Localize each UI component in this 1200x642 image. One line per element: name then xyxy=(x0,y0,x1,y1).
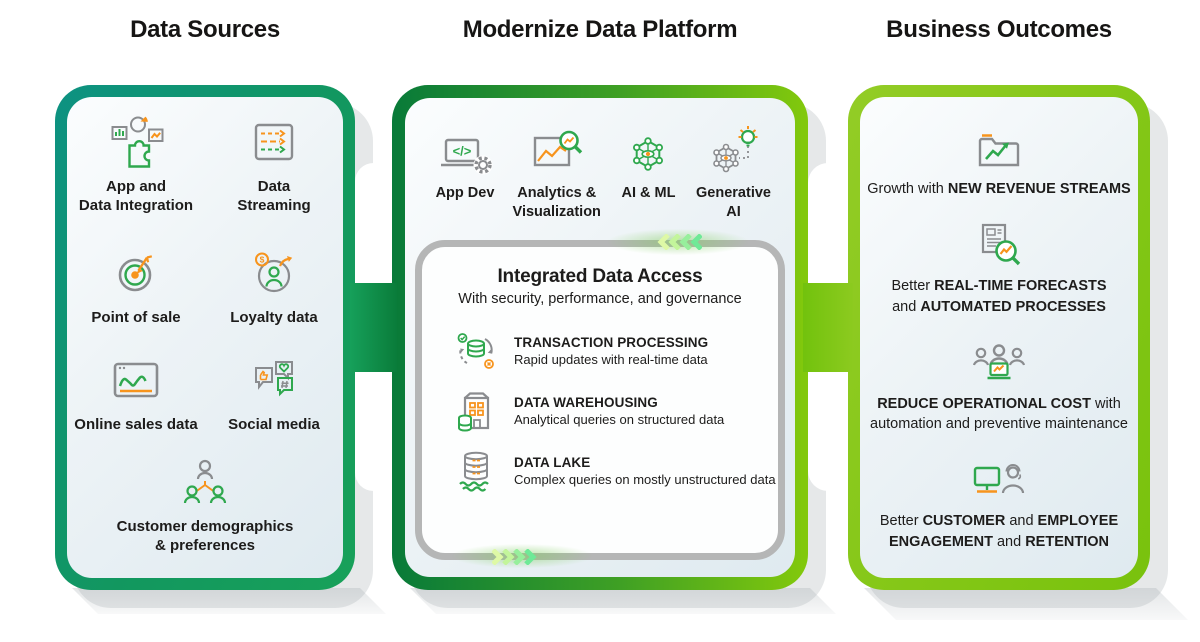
integrated-box-subtitle: With security, performance, and governan… xyxy=(458,291,742,307)
capability-label: AI & ML xyxy=(621,185,676,201)
app-dev-icon: </> xyxy=(441,138,493,175)
analytics-visualization-icon xyxy=(533,130,582,167)
integrated-item-title: DATA LAKE xyxy=(514,455,591,470)
data-lake-icon xyxy=(459,451,489,492)
source-item-app-data-integration: App and Data Integration xyxy=(70,115,202,216)
ai-ml-icon xyxy=(633,137,664,171)
capability-app-dev: </> App Dev xyxy=(433,122,497,222)
source-label: Point of sale xyxy=(91,308,181,326)
data-sources-title: Data Sources xyxy=(130,16,280,43)
integrated-item-data-warehousing: DATA WAREHOUSING Analytical queries on s… xyxy=(452,389,778,433)
outcomes-title: Business Outcomes xyxy=(886,16,1112,43)
text-segment: Better xyxy=(891,278,935,295)
capability-analytics-visualization: Analytics & Visualization xyxy=(513,122,601,222)
integrated-item-desc: Rapid updates with real-time data xyxy=(514,352,708,367)
source-item-loyalty-data: $ Loyalty data xyxy=(208,246,340,328)
code-glyph: </> xyxy=(453,144,472,159)
customer-demographics-icon xyxy=(183,459,227,504)
integrated-box-title: Integrated Data Access xyxy=(497,266,703,287)
modernize-title: Modernize Data Platform xyxy=(462,16,738,43)
text-segment: Better xyxy=(879,513,923,530)
text-segment: CUSTOMER xyxy=(922,513,1006,530)
chevron-glow xyxy=(608,229,748,255)
text-segment: EMPLOYEE ENGAGEMENT xyxy=(889,513,1119,550)
data-sources-panel: App and Data Integration xyxy=(55,85,355,590)
integrated-item-desc: Complex queries on mostly unstructured d… xyxy=(514,472,776,487)
source-item-data-streaming: Data Streaming xyxy=(208,115,340,216)
capability-label: App Dev xyxy=(435,185,495,201)
text-segment: with automation and preventive maintenan… xyxy=(870,395,1128,433)
online-sales-data-icon xyxy=(113,362,159,398)
new-revenue-streams-icon xyxy=(978,134,1020,167)
dollar-glyph: $ xyxy=(260,254,265,264)
text-segment: AUTOMATED PROCESSES xyxy=(920,298,1106,315)
text-segment: RETENTION xyxy=(1025,533,1109,550)
capability-generative-ai: Generative AI xyxy=(696,122,771,222)
panel-shadow-wedge xyxy=(864,588,1188,620)
source-item-online-sales: Online sales data xyxy=(70,353,202,435)
text-segment: and xyxy=(1005,513,1038,530)
text-segment: NEW REVENUE STREAMS xyxy=(947,181,1131,197)
integrated-item-desc: Analytical queries on structured data xyxy=(514,412,725,427)
integrated-item-title: DATA WAREHOUSING xyxy=(514,395,658,410)
app-data-integration-icon xyxy=(111,116,164,168)
outcome-label: Growth with NEW REVENUE STREAMS xyxy=(867,179,1130,199)
source-label: Social media xyxy=(228,416,320,434)
outcome-label: REDUCE OPERATIONAL COST with automation … xyxy=(870,394,1128,435)
integrated-item-title: TRANSACTION PROCESSING xyxy=(514,335,709,350)
outcome-label: Better REAL-TIME FORECASTS and AUTOMATED… xyxy=(891,276,1106,317)
integrated-item-data-lake: DATA LAKE Complex queries on mostly unst… xyxy=(452,449,778,493)
connector-bridge-left xyxy=(350,283,397,372)
transaction-processing-icon xyxy=(457,333,494,369)
connector-bridge-right xyxy=(803,283,853,372)
data-warehousing-icon xyxy=(458,392,490,432)
data-streaming-icon xyxy=(254,123,294,161)
outcome-customer-employee-engagement: Better CUSTOMER and EMPLOYEE ENGAGEMENT … xyxy=(880,455,1118,552)
source-label: Online sales data xyxy=(74,416,198,434)
point-of-sale-icon xyxy=(118,254,153,291)
integrated-data-access-box: Integrated Data Access With security, pe… xyxy=(415,240,785,560)
source-label: App and Data Integration xyxy=(78,178,194,214)
source-label: Customer demographics & preferences xyxy=(116,518,294,554)
text-segment: Growth with xyxy=(867,181,948,197)
chevrons-left-icon xyxy=(650,234,702,250)
panel-shadow-wedge xyxy=(72,588,386,614)
source-label: Loyalty data xyxy=(230,308,318,326)
source-label: Data Streaming xyxy=(237,178,311,214)
capability-ai-ml: AI & ML xyxy=(616,122,680,222)
chevrons-right-icon xyxy=(492,549,544,565)
outcome-new-revenue-streams: Growth with NEW REVENUE STREAMS xyxy=(867,123,1131,199)
source-item-customer-demographics: Customer demographics & preferences xyxy=(95,455,315,556)
outcome-label: Better CUSTOMER and EMPLOYEE ENGAGEMENT … xyxy=(880,511,1118,552)
panel-shadow-wedge xyxy=(410,588,836,614)
source-item-point-of-sale: Point of sale xyxy=(70,246,202,328)
outcome-real-time-forecasts: Better REAL-TIME FORECASTS and AUTOMATED… xyxy=(891,220,1107,317)
social-media-icon xyxy=(255,361,293,397)
text-segment: REAL-TIME FORECASTS xyxy=(934,278,1107,295)
reduce-operational-cost-icon xyxy=(972,344,1026,380)
text-segment: and xyxy=(992,533,1026,550)
capability-label: Generative AI xyxy=(696,185,771,220)
outcome-reduce-operational-cost: REDUCE OPERATIONAL COST with automation … xyxy=(870,338,1128,435)
real-time-forecasts-icon xyxy=(981,224,1021,266)
capability-label: Analytics & Visualization xyxy=(512,185,601,220)
modernize-data-platform-panel: </> App Dev xyxy=(392,85,808,590)
generative-ai-icon xyxy=(712,126,757,173)
text-segment: and xyxy=(892,298,917,315)
text-segment: REDUCE OPERATIONAL COST xyxy=(877,395,1091,412)
source-item-social-media: Social media xyxy=(208,353,340,435)
business-outcomes-panel: Growth with NEW REVENUE STREAMS Be xyxy=(848,85,1150,590)
customer-employee-engagement-icon xyxy=(973,464,1025,494)
integrated-item-transaction-processing: TRANSACTION PROCESSING Rapid updates wit… xyxy=(452,329,778,373)
loyalty-data-icon: $ xyxy=(255,252,293,292)
